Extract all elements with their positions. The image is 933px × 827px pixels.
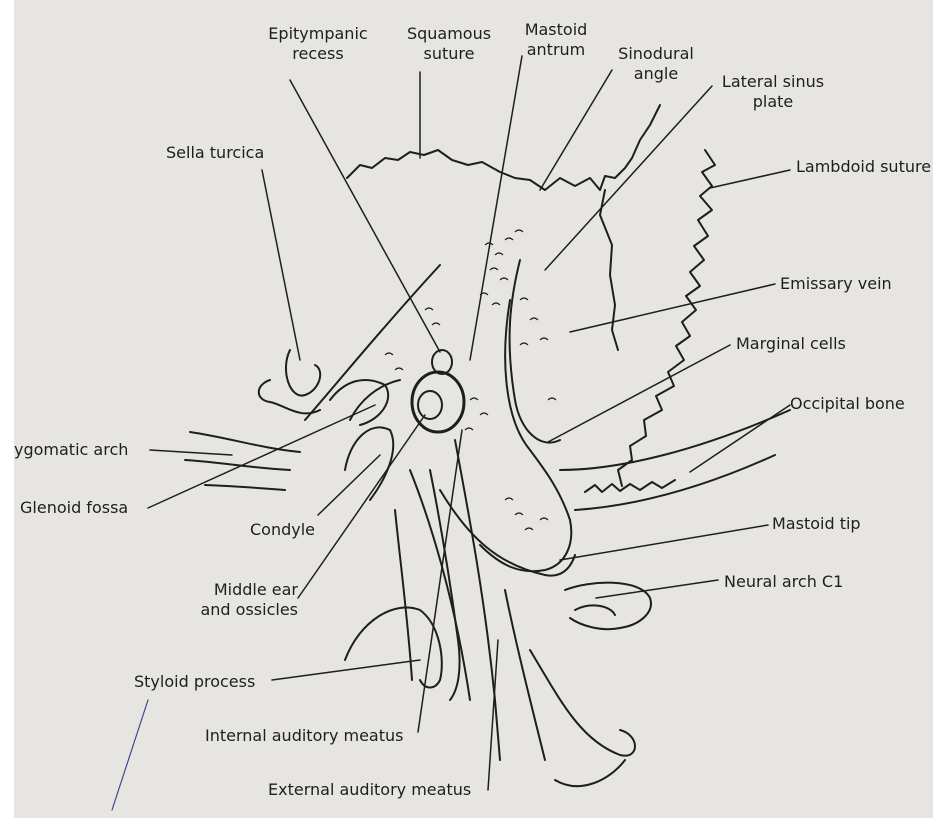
leader-emissary [570, 284, 775, 332]
neural-arch-c1-outline [565, 583, 651, 630]
label-middle-ear-ossicles: Middle ear and ossicles [186, 580, 298, 620]
leader-epitympanic [290, 80, 440, 352]
sella-turcica-outline [286, 350, 320, 396]
label-zygomatic-arch: ygomatic arch [14, 440, 128, 460]
leader-internal-am [418, 430, 462, 732]
label-mastoid-antrum: Mastoid antrum [516, 20, 596, 60]
leader-styloid [272, 660, 420, 680]
lower-curve-2 [555, 760, 625, 786]
squamous-suture-outline [347, 105, 660, 190]
occipital-wavy [585, 480, 675, 492]
neural-arch-c1-inner [575, 605, 615, 615]
label-condyle: Condyle [250, 520, 315, 540]
air-cells [385, 230, 556, 530]
eam-line-2 [430, 470, 460, 700]
label-external-auditory-meatus: External auditory meatus [268, 780, 471, 800]
sinus-inner-curve [510, 260, 560, 443]
occipital-bone-outline-1 [560, 410, 790, 470]
label-internal-auditory-meatus: Internal auditory meatus [205, 726, 403, 746]
lower-curve-1 [530, 650, 635, 756]
condyle-outline [345, 427, 393, 500]
label-neural-arch-c1: Neural arch C1 [724, 572, 843, 592]
label-occipital-bone: Occipital bone [790, 394, 905, 414]
epitympanic-recess-shape [432, 350, 452, 374]
label-squamous-suture: Squamous suture [404, 24, 494, 64]
mastoid-outline [480, 300, 571, 571]
leader-lambdoid [710, 170, 790, 188]
leader-marginal [548, 345, 730, 442]
zygomatic-arch-line-3 [205, 485, 285, 490]
leader-middle-ear [298, 415, 425, 598]
middle-ear-ring-inner [418, 391, 442, 419]
label-epitympanic-recess: Epitympanic recess [258, 24, 378, 64]
label-sinodural-angle: Sinodural angle [608, 44, 704, 84]
zygomatic-arch-line-2 [185, 460, 290, 470]
styloid-process-outline [345, 607, 442, 687]
label-marginal-cells: Marginal cells [736, 334, 846, 354]
leader-occipital [690, 405, 790, 472]
leader-condyle [318, 455, 380, 515]
zygomatic-arch-line-1 [190, 432, 300, 452]
leader-lateral-sinus [545, 86, 712, 270]
leader-sinodural [540, 70, 612, 190]
label-sella-turcica: Sella turcica [166, 143, 264, 163]
glenoid-fossa-outline [330, 380, 388, 425]
pen-mark [112, 700, 148, 810]
mastoid-tip-outline [440, 490, 575, 576]
leader-mastoid-antrum [470, 56, 522, 360]
ramus-line-1 [395, 510, 412, 680]
lower-curve-3 [505, 590, 545, 760]
label-mastoid-tip: Mastoid tip [772, 514, 861, 534]
occipital-bone-outline-2 [575, 455, 775, 510]
leader-zygomatic [150, 450, 232, 455]
lateral-sinus-plate-outline [600, 190, 618, 350]
leader-sella [262, 170, 300, 360]
label-lambdoid-suture: Lambdoid suture [796, 157, 931, 177]
label-lateral-sinus-plate: Lateral sinus plate [708, 72, 838, 112]
leader-mastoid-tip [560, 525, 768, 560]
label-styloid-process: Styloid process [134, 672, 255, 692]
label-glenoid-fossa: Glenoid fossa [20, 498, 128, 518]
posterior-line [350, 380, 400, 420]
label-emissary-vein: Emissary vein [780, 274, 892, 294]
